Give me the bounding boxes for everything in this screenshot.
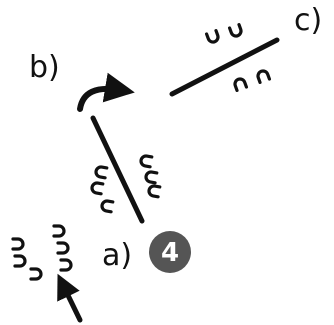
badge-circle xyxy=(149,231,191,273)
horseshoe-icon xyxy=(138,153,154,169)
horseshoe-icon xyxy=(93,164,109,180)
group-a: a) 4 xyxy=(11,224,191,323)
horseshoe-icon xyxy=(146,183,162,199)
horseshoe-icon xyxy=(204,28,222,46)
curved-arrow-icon xyxy=(77,72,135,112)
horseshoe-icon xyxy=(143,169,159,185)
step-badge: 4 xyxy=(149,231,191,273)
horseshoe-icon xyxy=(11,237,25,251)
horseshoe-icon xyxy=(59,258,73,272)
horseshoe-icon xyxy=(13,254,27,268)
horseshoe-icon xyxy=(89,180,105,196)
horseshoe-icon xyxy=(99,198,115,214)
group-b: b) xyxy=(29,50,135,112)
horseshoe-icon xyxy=(52,224,66,238)
horseshoe-icon xyxy=(29,267,43,281)
group-c: c) xyxy=(169,3,322,97)
label-c: c) xyxy=(294,3,322,38)
horseshoe-icon xyxy=(231,75,249,93)
label-a: a) xyxy=(102,238,132,273)
badge-number: 4 xyxy=(161,238,179,268)
horseshoe-icon xyxy=(56,241,70,255)
label-b: b) xyxy=(29,50,60,85)
divider-line-middle xyxy=(90,115,145,224)
group-middle xyxy=(89,115,162,224)
arrow-icon xyxy=(57,273,83,323)
horseshoe-icon xyxy=(227,22,245,40)
divider-line-c xyxy=(169,37,280,97)
horseshoe-icon xyxy=(254,67,272,85)
